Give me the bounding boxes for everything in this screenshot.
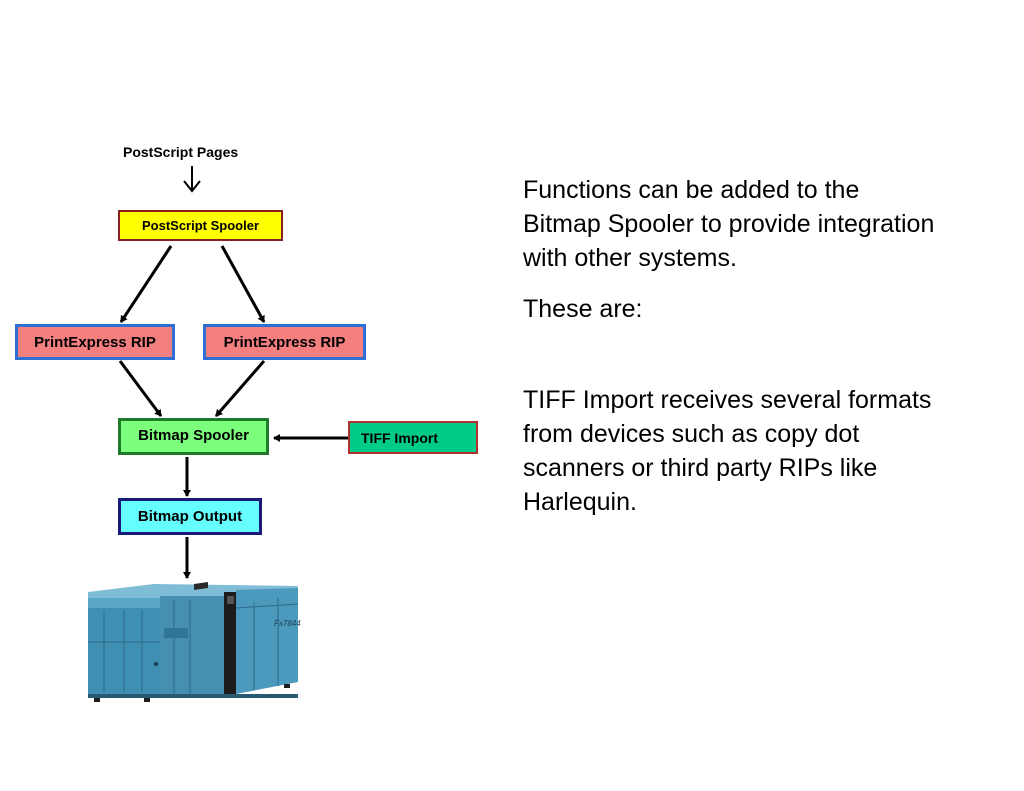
bitmap-output-label: Bitmap Output	[137, 508, 243, 525]
arrow-pages-to-spooler	[183, 166, 201, 193]
printer-brand-text: Fx7844	[274, 619, 301, 628]
arrow-rip-right-to-bitmap-spooler	[214, 360, 266, 417]
tiff-import-box: TIFF Import	[348, 421, 478, 454]
bitmap-spooler-label: Bitmap Spooler	[138, 426, 249, 444]
paragraph-functions: Functions can be added to the Bitmap Spo…	[523, 176, 935, 272]
paragraph-tiff-import: TIFF Import receives several formats fro…	[523, 386, 932, 516]
printexpress-rip-left-box: PrintExpress RIP	[15, 324, 175, 360]
arrow-rip-left-to-bitmap-spooler	[118, 360, 163, 417]
tiff-import-label: TIFF Import	[361, 429, 438, 446]
diagram-arrows	[118, 166, 348, 579]
bitmap-spooler-box: Bitmap Spooler	[118, 418, 269, 455]
bitmap-output-box: Bitmap Output	[118, 498, 262, 535]
printexpress-rip-left-label: PrintExpress RIP	[34, 333, 156, 351]
printexpress-rip-right-box: PrintExpress RIP	[203, 324, 366, 360]
arrow-spooler-to-rip-right	[220, 245, 266, 323]
paragraph-these-are: These are:	[523, 295, 643, 323]
postscript-spooler-label: PostScript Spooler	[141, 218, 260, 233]
postscript-pages-label: PostScript Pages	[123, 144, 239, 160]
arrow-spooler-to-rip-left	[119, 245, 173, 323]
printexpress-rip-right-label: PrintExpress RIP	[223, 333, 346, 351]
postscript-spooler-box: PostScript Spooler	[118, 210, 283, 241]
printer-image: Fx7844	[88, 582, 301, 702]
